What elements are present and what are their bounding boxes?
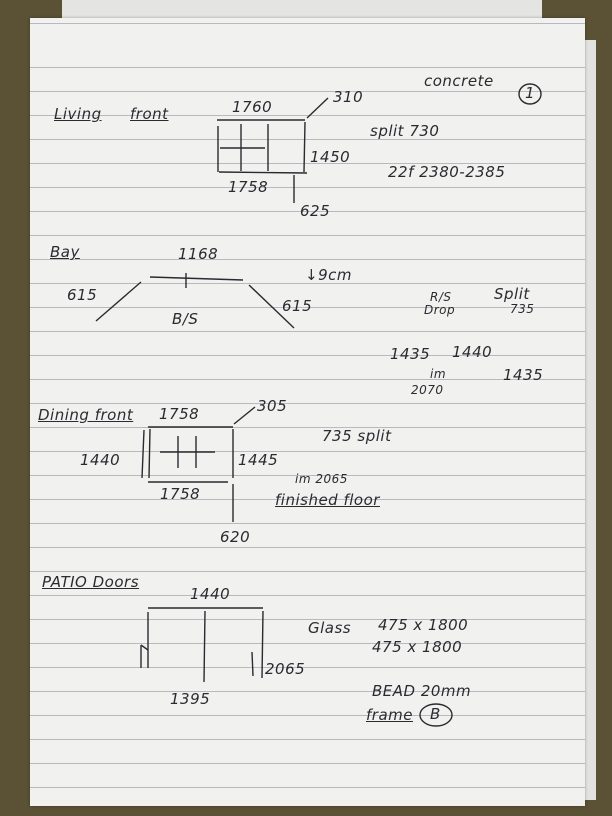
dining-finished: finished floor — [275, 491, 380, 509]
patio-door-sketch — [140, 607, 264, 683]
bay-top-dim: 1168 — [178, 245, 219, 263]
living-bottom-dim: 1758 — [228, 178, 269, 196]
glass-label: Glass — [308, 619, 352, 637]
bay-title: Bay — [50, 243, 80, 261]
bay-left-dim: 615 — [67, 286, 98, 304]
patio-right-dim: 2065 — [265, 660, 306, 678]
bay-m4: 2070 — [411, 383, 444, 397]
patio-title: PATIO Doors — [42, 573, 140, 591]
bay-im: im — [430, 367, 447, 381]
living-below-dim: 625 — [300, 202, 331, 220]
bay-m3: 1435 — [503, 366, 544, 384]
page-number-circle — [518, 83, 542, 105]
bay-m2: 1440 — [452, 343, 493, 361]
bay-right-dim: 615 — [282, 297, 313, 315]
bay-sketch — [95, 273, 295, 329]
glass-size-1: 475 x 1800 — [378, 616, 469, 634]
living-window-sketch — [217, 97, 329, 203]
bay-center: B/S — [172, 310, 199, 328]
dining-top-dim: 1758 — [159, 405, 200, 423]
glass-size-2: 475 x 1800 — [372, 638, 463, 656]
patio-top-dim: 1440 — [190, 585, 231, 603]
frame-code: B — [430, 705, 441, 723]
back-sheet — [62, 0, 542, 22]
bay-split-value: 735 — [510, 302, 535, 316]
dining-left-dim: 1440 — [80, 451, 121, 469]
living-note: 22f 2380-2385 — [388, 163, 506, 181]
patio-bottom-dim: 1395 — [170, 690, 211, 708]
dining-im: im 2065 — [295, 472, 348, 486]
page-number: 1 — [525, 84, 536, 102]
dining-below-dim: 620 — [220, 528, 251, 546]
dining-split: 735 split — [322, 427, 392, 445]
frame-label: frame — [366, 706, 413, 724]
bay-rs: R/S — [430, 290, 452, 304]
living-title: Living — [54, 105, 102, 123]
dining-title: Dining front — [38, 406, 134, 424]
dining-corner-dim: 305 — [257, 397, 288, 415]
dining-right-dim: 1445 — [238, 451, 279, 469]
bay-drop: Drop — [424, 303, 456, 317]
dining-bottom-dim: 1758 — [160, 485, 201, 503]
bay-m1: 1435 — [390, 345, 431, 363]
bay-drop-note: ↓9cm — [305, 266, 352, 284]
living-top-dim: 1760 — [232, 98, 273, 116]
notebook-page — [30, 18, 585, 806]
dining-window-sketch — [141, 406, 256, 522]
living-right-dim: 1450 — [310, 148, 351, 166]
bay-split-label: Split — [494, 285, 530, 303]
concrete-note: concrete — [424, 72, 494, 90]
frame-code-circle — [419, 703, 453, 727]
living-split: split 730 — [370, 122, 440, 140]
living-corner-dim: 310 — [333, 88, 364, 106]
living-front-label: front — [130, 105, 169, 123]
bead-note: BEAD 20mm — [372, 682, 472, 700]
